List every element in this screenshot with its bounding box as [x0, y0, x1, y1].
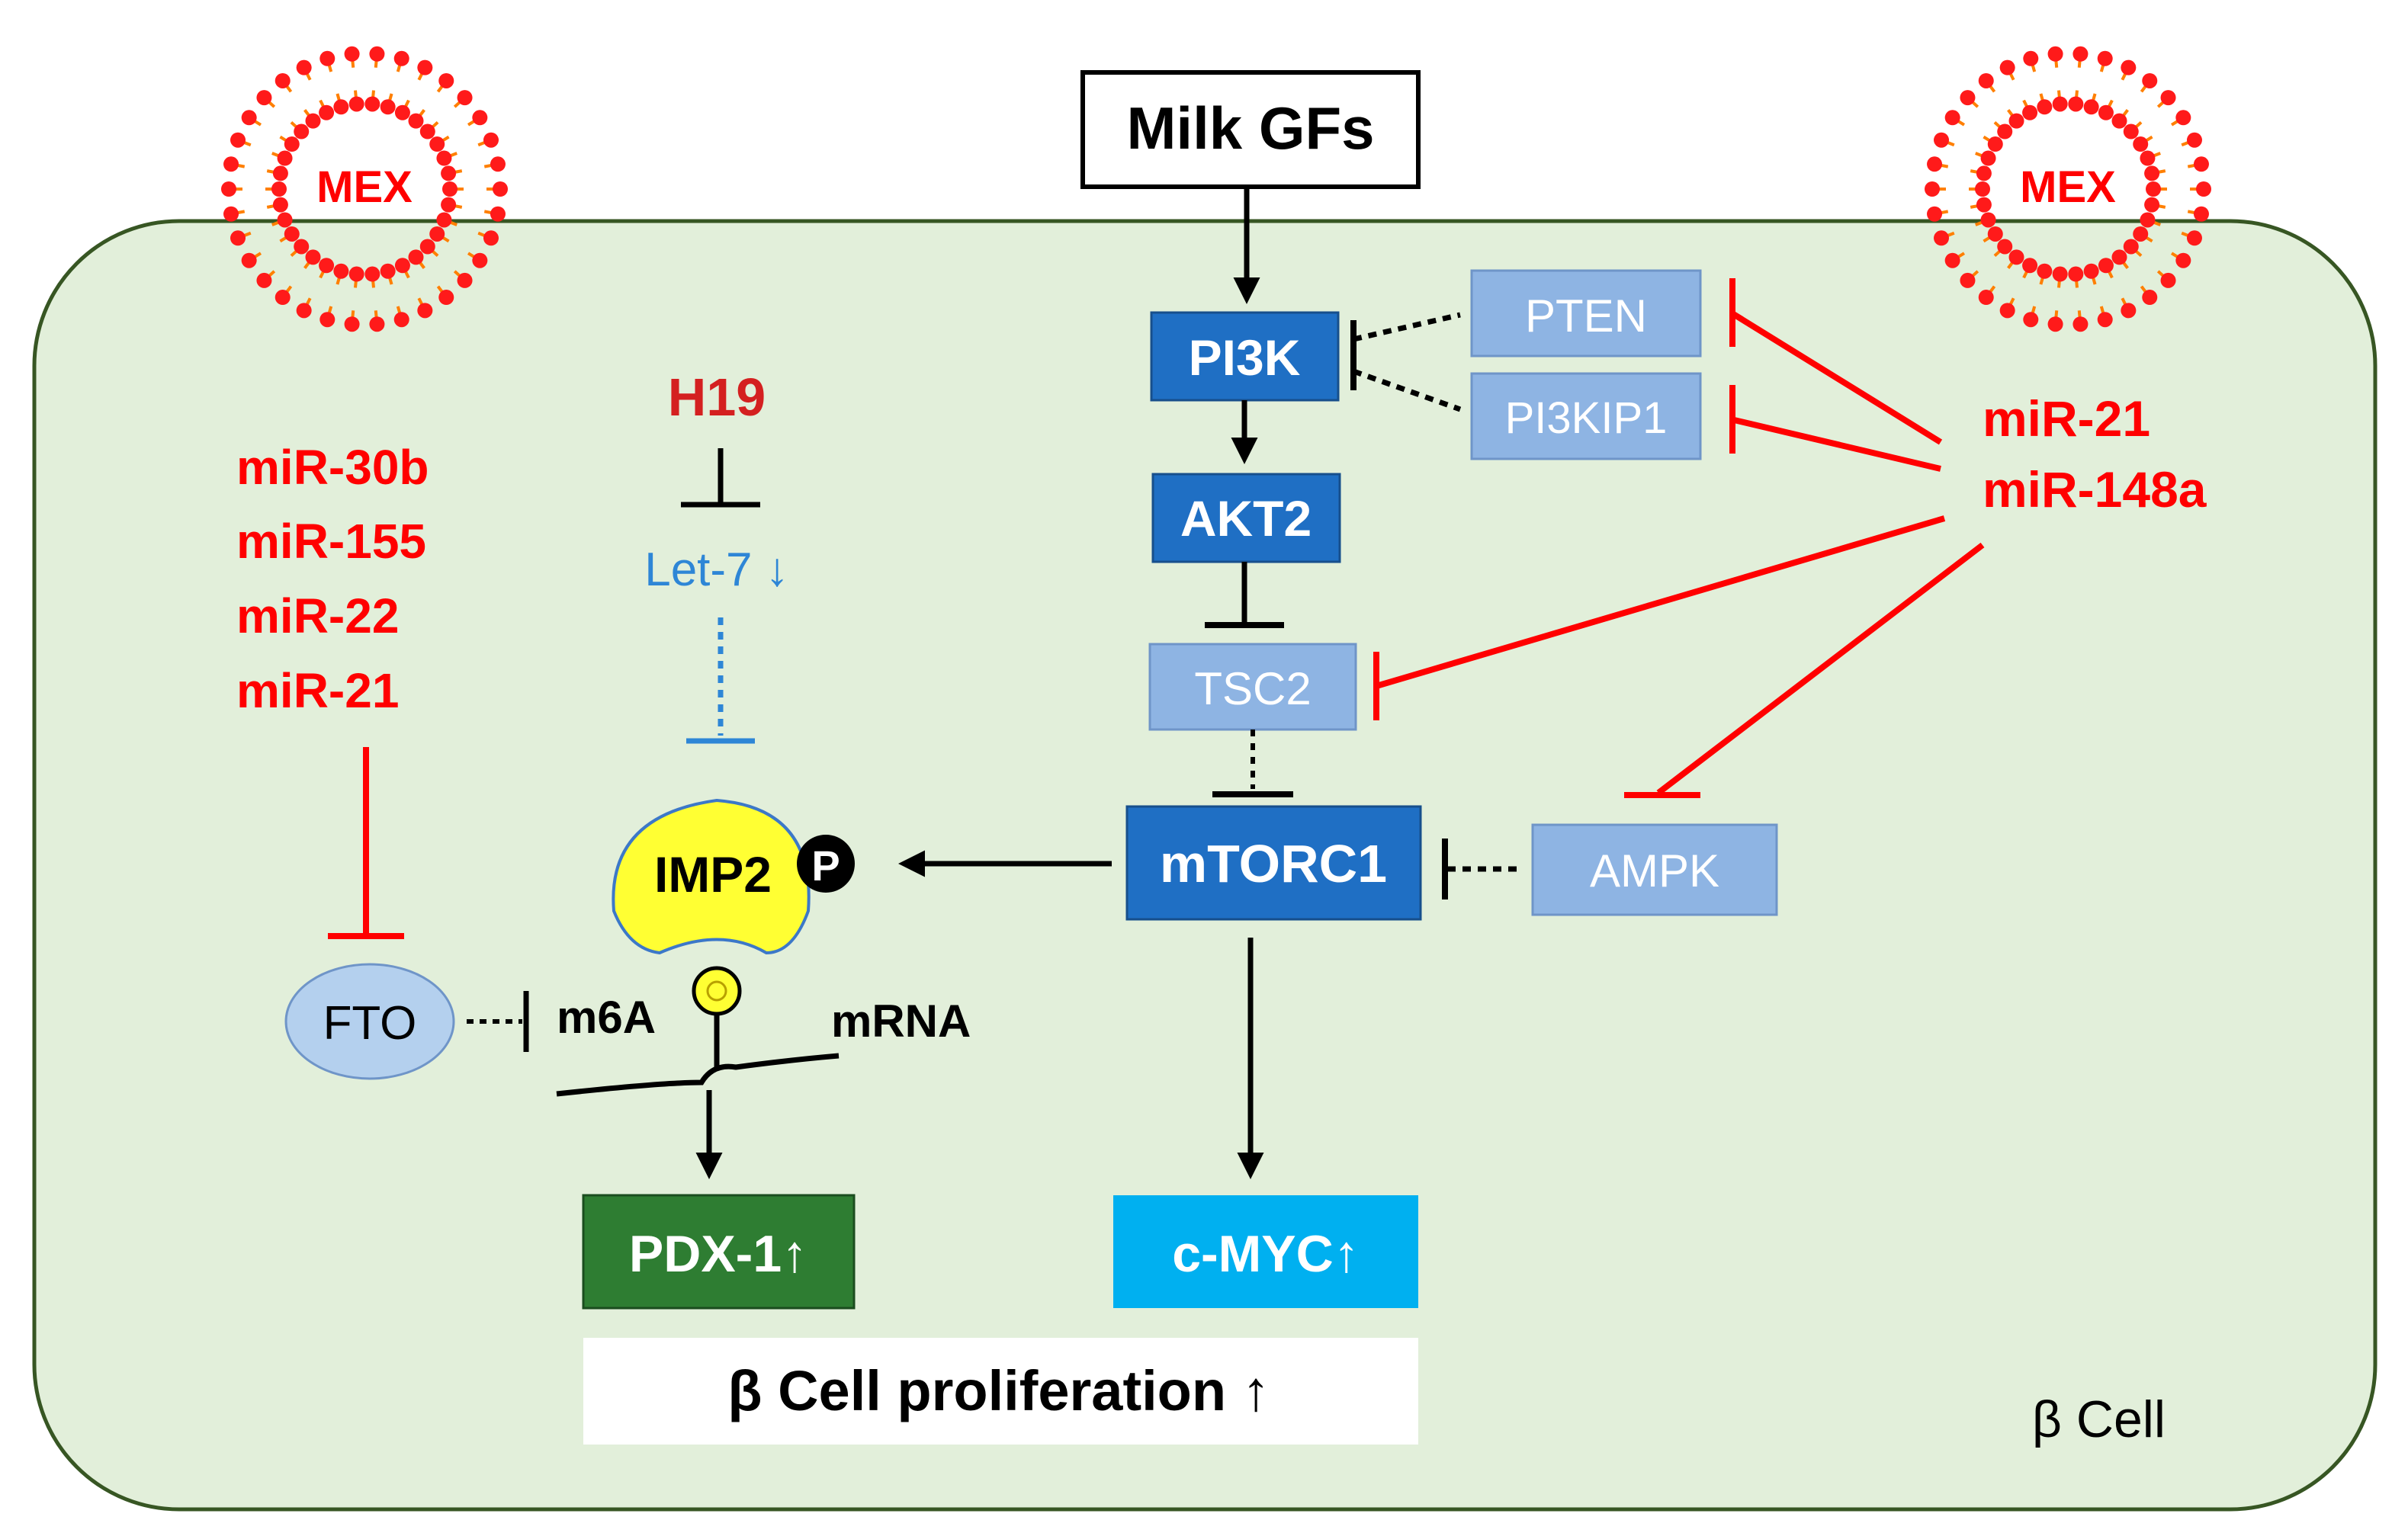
mtorc1-box — [1125, 805, 1422, 921]
mex-vesicle-right — [1925, 46, 2211, 332]
fto-ellipse — [284, 963, 455, 1080]
pten-box — [1470, 269, 1702, 358]
cmyc-box — [1113, 1195, 1418, 1308]
mir-right-1: miR-21 — [1983, 390, 2150, 447]
fto-label: FTO — [323, 997, 417, 1050]
pten-label: PTEN — [1525, 290, 1647, 342]
beta-cell-label: β Cell — [2032, 1390, 2166, 1448]
milk-gfs-label: Milk GFs — [1126, 95, 1374, 162]
akt2-box — [1151, 473, 1341, 563]
inhibit-mirs-left-fto — [328, 747, 404, 939]
pi3k-label: PI3K — [1189, 329, 1301, 386]
let7-label: Let-7 ↓ — [644, 544, 789, 596]
inhibit-pten-pi3kip1-pi3k — [1350, 312, 1462, 412]
m6a-marker-inner — [706, 980, 727, 1002]
imp2-label: IMP2 — [654, 846, 772, 903]
pdx1-box — [582, 1194, 856, 1310]
m6a-label: m6A — [557, 992, 656, 1043]
mex-label-right: MEX — [2020, 162, 2116, 212]
ampk-label: AMPK — [1590, 845, 1719, 896]
inhibit-ampk-mtorc1 — [1442, 839, 1521, 899]
proliferation-banner — [583, 1338, 1418, 1445]
pi3k-box — [1150, 311, 1340, 402]
ampk-box — [1531, 823, 1778, 916]
inhibit-akt2-tsc2 — [1205, 562, 1284, 628]
mir-left-1: miR-30b — [236, 440, 429, 495]
tsc2-label: TSC2 — [1194, 663, 1311, 714]
milk-gfs-box — [1080, 70, 1421, 189]
mir-right-2: miR-148a — [1983, 461, 2207, 518]
imp2-shape — [612, 798, 811, 955]
h19-label: H19 — [668, 367, 766, 427]
inhibit-fto-m6a — [467, 991, 529, 1052]
mir-left-2: miR-155 — [236, 514, 426, 569]
inhibit-mirs-right — [1373, 278, 1985, 798]
mir-left-3: miR-22 — [236, 588, 399, 643]
pi3kip1-label: PI3KIP1 — [1505, 393, 1668, 443]
inhibit-tsc2-mtorc1 — [1212, 730, 1293, 797]
pdx1-label: PDX-1↑ — [629, 1225, 807, 1283]
pi3kip1-box — [1470, 372, 1702, 460]
mrna-strand — [556, 1014, 840, 1097]
inhibit-h19-let7 — [681, 448, 760, 508]
mtorc1-label: mTORC1 — [1160, 834, 1387, 893]
akt2-label: AKT2 — [1180, 490, 1312, 547]
proliferation-label: β Cell proliferation ↑ — [727, 1359, 1270, 1422]
mex-label-left: MEX — [316, 162, 413, 212]
phospho-label: P — [811, 842, 840, 890]
cmyc-label: c-MYC↑ — [1172, 1225, 1360, 1283]
mrna-label: mRNA — [831, 996, 971, 1047]
inhibit-let7-imp2 — [686, 617, 755, 744]
phosphorylation-icon — [797, 835, 855, 893]
mex-vesicle-left — [221, 46, 508, 332]
mir-left-4: miR-21 — [236, 663, 399, 718]
